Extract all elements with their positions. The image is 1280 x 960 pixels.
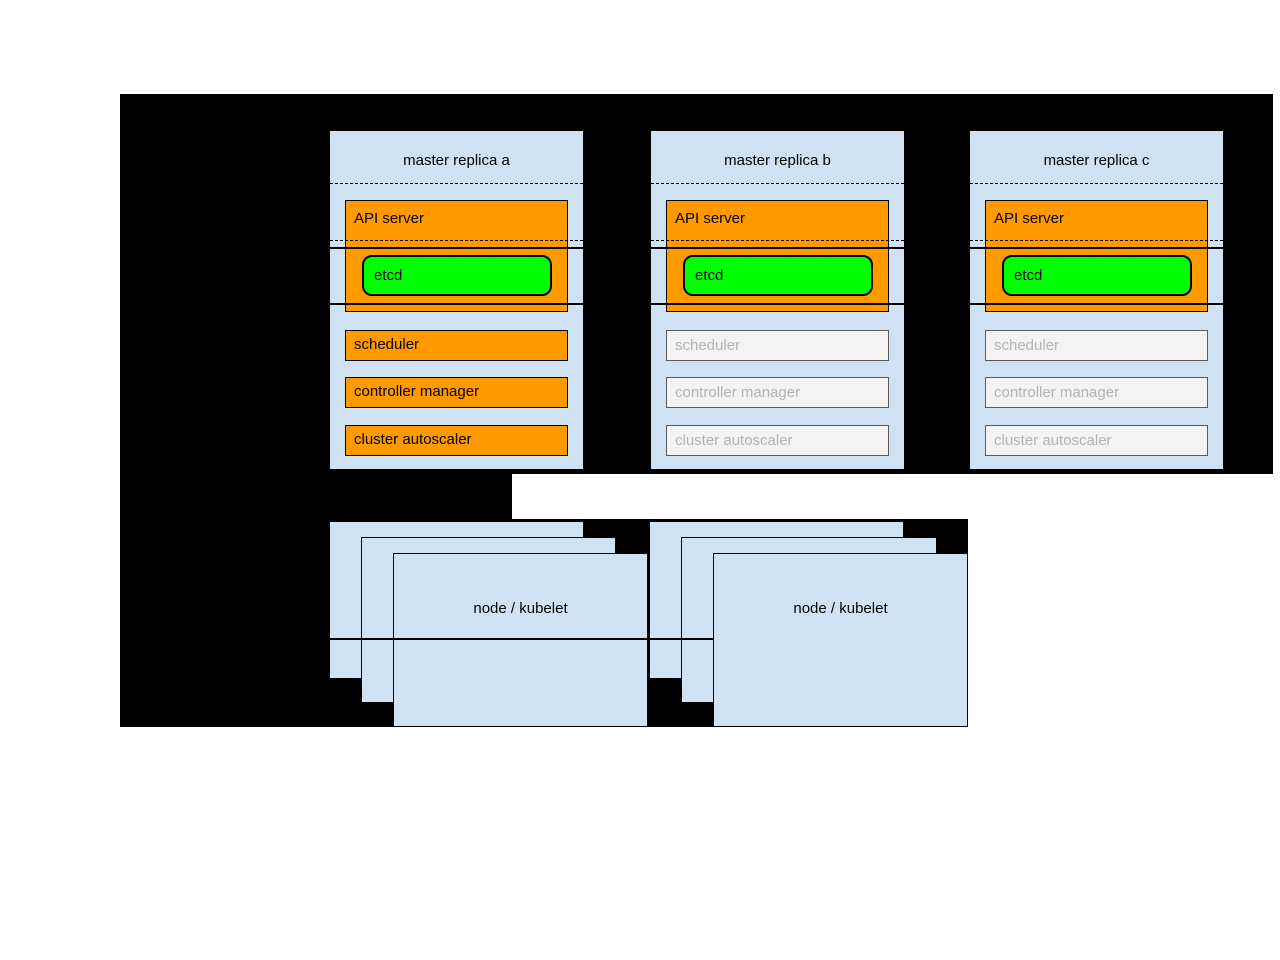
master-replica-a-box: master replica a API server etcd schedul… — [329, 130, 584, 470]
master-title: master replica b — [724, 152, 831, 169]
scheduler-box: scheduler — [985, 330, 1208, 361]
node-kubelet-label: node / kubelet — [473, 600, 568, 617]
api-server-label: API server — [994, 210, 1065, 227]
diagram-background-connector — [120, 474, 512, 519]
node-box-front: node / kubelet — [393, 553, 648, 727]
master-title: master replica c — [1043, 152, 1150, 169]
dashed-divider-top — [330, 183, 583, 184]
controller-manager-box: controller manager — [985, 377, 1208, 408]
solid-divider-lower — [651, 303, 904, 305]
solid-divider-lower — [970, 303, 1223, 305]
connector-line — [329, 638, 713, 640]
node-kubelet-label: node / kubelet — [793, 600, 888, 617]
master-replica-c-box: master replica c API server etcd schedul… — [969, 130, 1224, 470]
dashed-divider-top — [651, 183, 904, 184]
cluster-autoscaler-box: cluster autoscaler — [985, 425, 1208, 456]
controller-manager-box: controller manager — [666, 377, 889, 408]
master-replica-b-box: master replica b API server etcd schedul… — [650, 130, 905, 470]
api-server-label: API server — [675, 210, 746, 227]
etcd-label: etcd — [695, 267, 724, 284]
etcd-box: etcd — [683, 255, 873, 296]
master-title: master replica a — [403, 152, 510, 169]
controller-manager-box: controller manager — [345, 377, 568, 408]
solid-divider-upper — [970, 247, 1223, 249]
dashed-divider-api — [651, 240, 904, 241]
node-box-front: node / kubelet — [713, 553, 968, 727]
api-server-box: API server etcd — [666, 200, 889, 312]
dashed-divider-api — [330, 240, 583, 241]
solid-divider-upper — [651, 247, 904, 249]
scheduler-box: scheduler — [666, 330, 889, 361]
etcd-label: etcd — [1014, 267, 1043, 284]
etcd-box: etcd — [362, 255, 552, 296]
cluster-autoscaler-box: cluster autoscaler — [345, 425, 568, 456]
etcd-label: etcd — [374, 267, 403, 284]
api-server-label: API server — [354, 210, 425, 227]
dashed-divider-top — [970, 183, 1223, 184]
scheduler-box: scheduler — [345, 330, 568, 361]
etcd-box: etcd — [1002, 255, 1192, 296]
solid-divider-upper — [330, 247, 583, 249]
api-server-box: API server etcd — [345, 200, 568, 312]
solid-divider-lower — [330, 303, 583, 305]
cluster-autoscaler-box: cluster autoscaler — [666, 425, 889, 456]
dashed-divider-api — [970, 240, 1223, 241]
api-server-box: API server etcd — [985, 200, 1208, 312]
